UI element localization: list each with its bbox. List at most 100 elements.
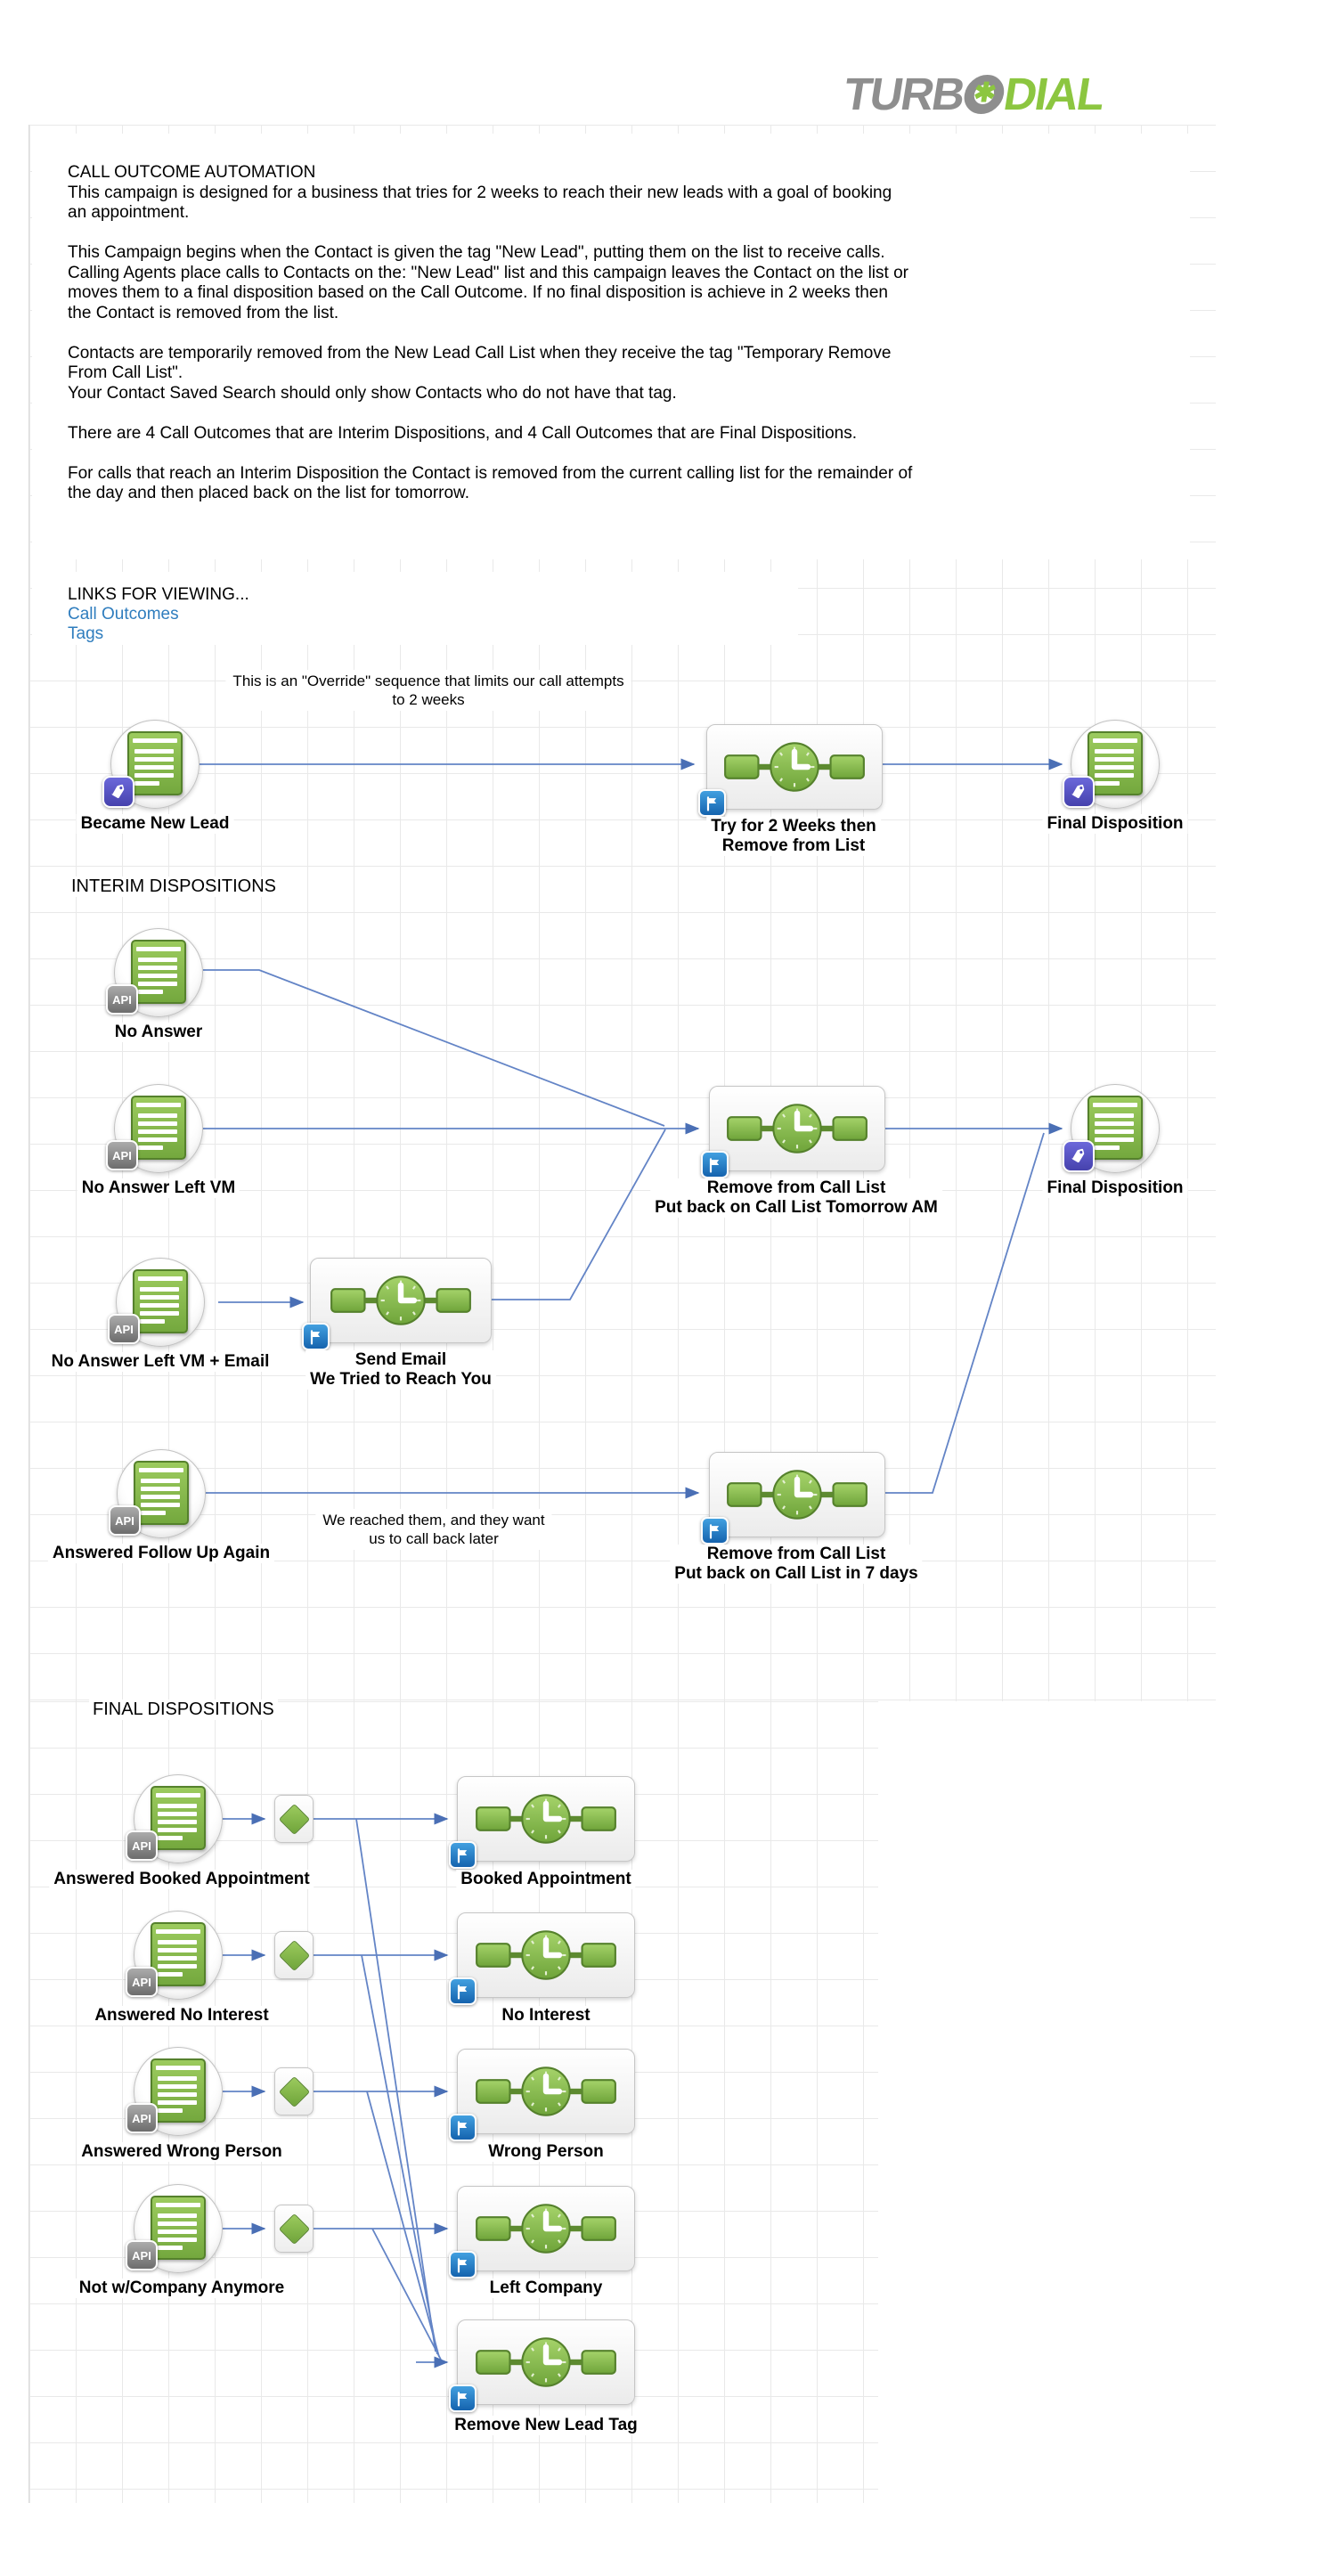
goal-circle <box>1071 720 1160 809</box>
node-no-answer[interactable]: API <box>106 928 203 1017</box>
timer-sequence-icon <box>476 2204 616 2254</box>
goal-circle <box>110 720 200 809</box>
node-left-company[interactable] <box>449 2186 635 2278</box>
interim-dispositions-header: INTERIM DISPOSITIONS <box>68 876 281 897</box>
logo-o-ring-icon: ✱ <box>961 74 1007 114</box>
node-remove-7days[interactable] <box>701 1452 885 1545</box>
node-label-final-disposition-top[interactable]: Final Disposition <box>1042 814 1188 834</box>
report-list-icon <box>151 1786 206 1850</box>
node-label-answered-booked[interactable]: Answered Booked Appointment <box>49 1870 314 1889</box>
flag-badge-icon <box>449 2114 477 2141</box>
node-booked-appointment[interactable] <box>449 1776 635 1869</box>
api-badge-icon: API <box>106 1140 138 1170</box>
intro-backdrop <box>32 134 1190 559</box>
node-decision-no-interest[interactable] <box>274 1931 314 1979</box>
node-final-disposition-top[interactable] <box>1063 720 1160 809</box>
node-remove-tomorrow[interactable] <box>701 1086 885 1178</box>
report-list-icon <box>151 1922 206 1986</box>
report-list-icon <box>151 2196 206 2260</box>
goal-circle <box>117 1449 206 1538</box>
api-badge-icon: API <box>126 2103 158 2133</box>
report-list-icon <box>127 731 183 795</box>
node-label-remove-new-lead-tag[interactable]: Remove New Lead Tag <box>450 2416 642 2435</box>
timer-sequence-icon <box>476 2067 616 2116</box>
links-for-viewing: LINKS FOR VIEWING... Call Outcomes Tags <box>68 585 249 644</box>
node-answered-no-interest[interactable]: API <box>126 1911 223 2000</box>
node-no-answer-left-vm[interactable]: API <box>106 1084 203 1173</box>
node-label-answered-wrong-person[interactable]: Answered Wrong Person <box>77 2142 287 2162</box>
node-label-no-answer[interactable]: No Answer <box>110 1023 208 1042</box>
node-not-with-company[interactable]: API <box>126 2184 223 2273</box>
node-answered-booked[interactable]: API <box>126 1774 223 1863</box>
diamond-icon <box>278 1939 310 1971</box>
node-wrong-person[interactable] <box>449 2049 635 2141</box>
node-decision-left-company[interactable] <box>274 2205 314 2253</box>
goal-circle <box>116 1258 205 1347</box>
flag-badge-icon <box>701 1517 729 1545</box>
links-backdrop <box>32 572 798 645</box>
timer-sequence-icon <box>727 1104 868 1153</box>
report-list-icon <box>1088 1096 1143 1160</box>
link-call-outcomes[interactable]: Call Outcomes <box>68 605 179 624</box>
timer-sequence-icon <box>476 2337 616 2387</box>
flag-badge-icon <box>449 2384 477 2412</box>
links-header: LINKS FOR VIEWING... <box>68 585 249 604</box>
node-label-left-company[interactable]: Left Company <box>485 2278 607 2298</box>
timer-sequence-icon <box>476 1930 616 1980</box>
node-label-no-answer-left-vm-email[interactable]: No Answer Left VM + Email <box>46 1352 274 1372</box>
node-label-answered-follow-up[interactable]: Answered Follow Up Again <box>47 1544 275 1563</box>
diamond-icon <box>278 2213 310 2245</box>
diamond-icon <box>278 2075 310 2107</box>
flag-badge-icon <box>701 1151 729 1178</box>
node-remove-new-lead-tag[interactable] <box>449 2319 635 2412</box>
flag-badge-icon <box>449 2251 477 2278</box>
flag-badge-icon <box>449 1977 477 2005</box>
api-badge-icon: API <box>126 1967 158 1997</box>
diamond-icon <box>278 1803 310 1835</box>
link-tags[interactable]: Tags <box>68 624 104 643</box>
flag-badge-icon <box>302 1323 330 1350</box>
node-label-not-with-company[interactable]: Not w/Company Anymore <box>74 2278 289 2298</box>
flag-badge-icon <box>449 1841 477 1869</box>
logo-text-dial: DIAL <box>1000 69 1108 119</box>
turbodial-logo: TURB ✱ DIAL <box>840 69 1108 119</box>
goal-circle <box>134 1911 223 2000</box>
api-badge-icon: API <box>126 2240 158 2270</box>
timer-sequence-icon <box>476 1794 616 1844</box>
tag-badge-icon <box>1063 776 1095 808</box>
node-no-answer-left-vm-email[interactable]: API <box>108 1258 205 1347</box>
tag-badge-icon <box>102 776 134 808</box>
node-no-interest[interactable] <box>449 1912 635 2005</box>
node-label-no-interest[interactable]: No Interest <box>497 2006 595 2026</box>
report-list-icon <box>133 1269 188 1333</box>
node-send-email[interactable] <box>302 1258 492 1350</box>
report-list-icon <box>134 1461 189 1525</box>
tag-badge-icon <box>1063 1140 1095 1172</box>
report-list-icon <box>131 940 186 1004</box>
node-label-became-new-lead[interactable]: Became New Lead <box>76 814 234 834</box>
node-answered-follow-up[interactable]: API <box>109 1449 206 1538</box>
node-decision-wrong-person[interactable] <box>274 2067 314 2115</box>
node-try-two-weeks[interactable] <box>698 724 883 817</box>
node-label-answered-no-interest[interactable]: Answered No Interest <box>90 2006 273 2026</box>
api-badge-icon: API <box>108 1314 140 1344</box>
flag-badge-icon <box>698 789 726 817</box>
node-label-wrong-person[interactable]: Wrong Person <box>484 2142 608 2162</box>
node-became-new-lead[interactable] <box>102 720 200 809</box>
node-label-final-disposition-mid[interactable]: Final Disposition <box>1042 1178 1188 1198</box>
report-list-icon <box>1088 731 1143 795</box>
node-label-no-answer-left-vm[interactable]: No Answer Left VM <box>77 1178 240 1198</box>
override-annotation: This is an "Override" sequence that limi… <box>225 670 631 711</box>
node-final-disposition-mid[interactable] <box>1063 1084 1160 1173</box>
timer-sequence-icon <box>727 1470 868 1520</box>
node-answered-wrong-person[interactable]: API <box>126 2047 223 2136</box>
timer-sequence-icon <box>724 742 865 792</box>
node-label-booked-appointment[interactable]: Booked Appointment <box>456 1870 636 1889</box>
node-decision-booked[interactable] <box>274 1795 314 1843</box>
logo-asterisk-icon: ✱ <box>971 77 998 108</box>
